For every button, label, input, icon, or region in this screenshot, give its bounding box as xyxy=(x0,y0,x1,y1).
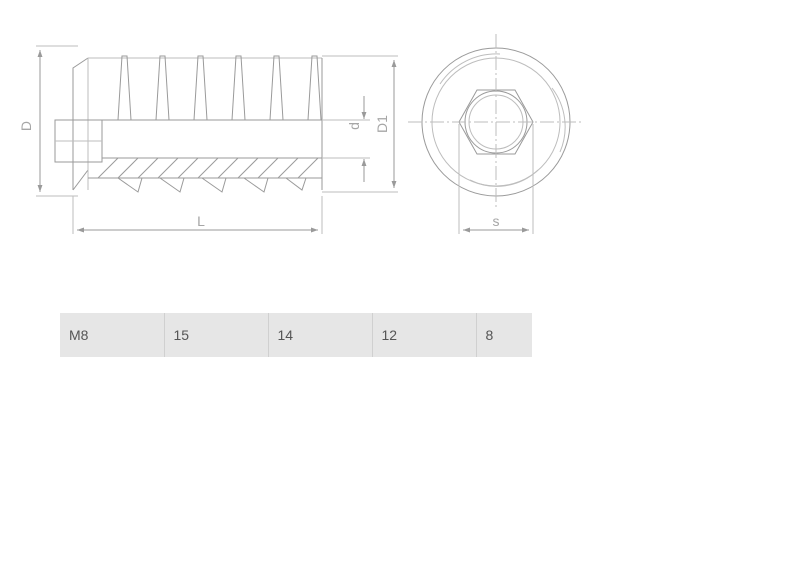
dimension-D1 xyxy=(322,55,398,193)
dimension-D xyxy=(36,45,78,197)
dimension-L xyxy=(72,196,323,234)
technical-drawing: D L d D1 s xyxy=(18,34,584,234)
end-view xyxy=(408,34,584,210)
section-hatching xyxy=(97,157,319,179)
side-view xyxy=(54,57,323,191)
label-s: s xyxy=(493,213,500,229)
label-D: D xyxy=(18,121,34,131)
label-L: L xyxy=(197,213,205,229)
label-D1: D1 xyxy=(374,115,390,133)
table-cell-D: 14 xyxy=(268,313,373,357)
lower-threads xyxy=(117,177,307,193)
table-row: M8 15 14 12 8 xyxy=(60,313,532,357)
insert-head-outline xyxy=(72,57,89,190)
table-cell-size: M8 xyxy=(60,313,165,357)
label-d: d xyxy=(346,122,362,130)
table-cell-s: 8 xyxy=(476,313,532,357)
dimension-d xyxy=(322,96,370,182)
table-cell-D1: 12 xyxy=(372,313,477,357)
upper-threads xyxy=(117,55,322,121)
table-cell-L: 15 xyxy=(164,313,269,357)
hex-socket xyxy=(458,89,534,155)
dimension-s xyxy=(458,124,534,234)
spec-table: M8 15 14 12 8 xyxy=(60,313,532,357)
